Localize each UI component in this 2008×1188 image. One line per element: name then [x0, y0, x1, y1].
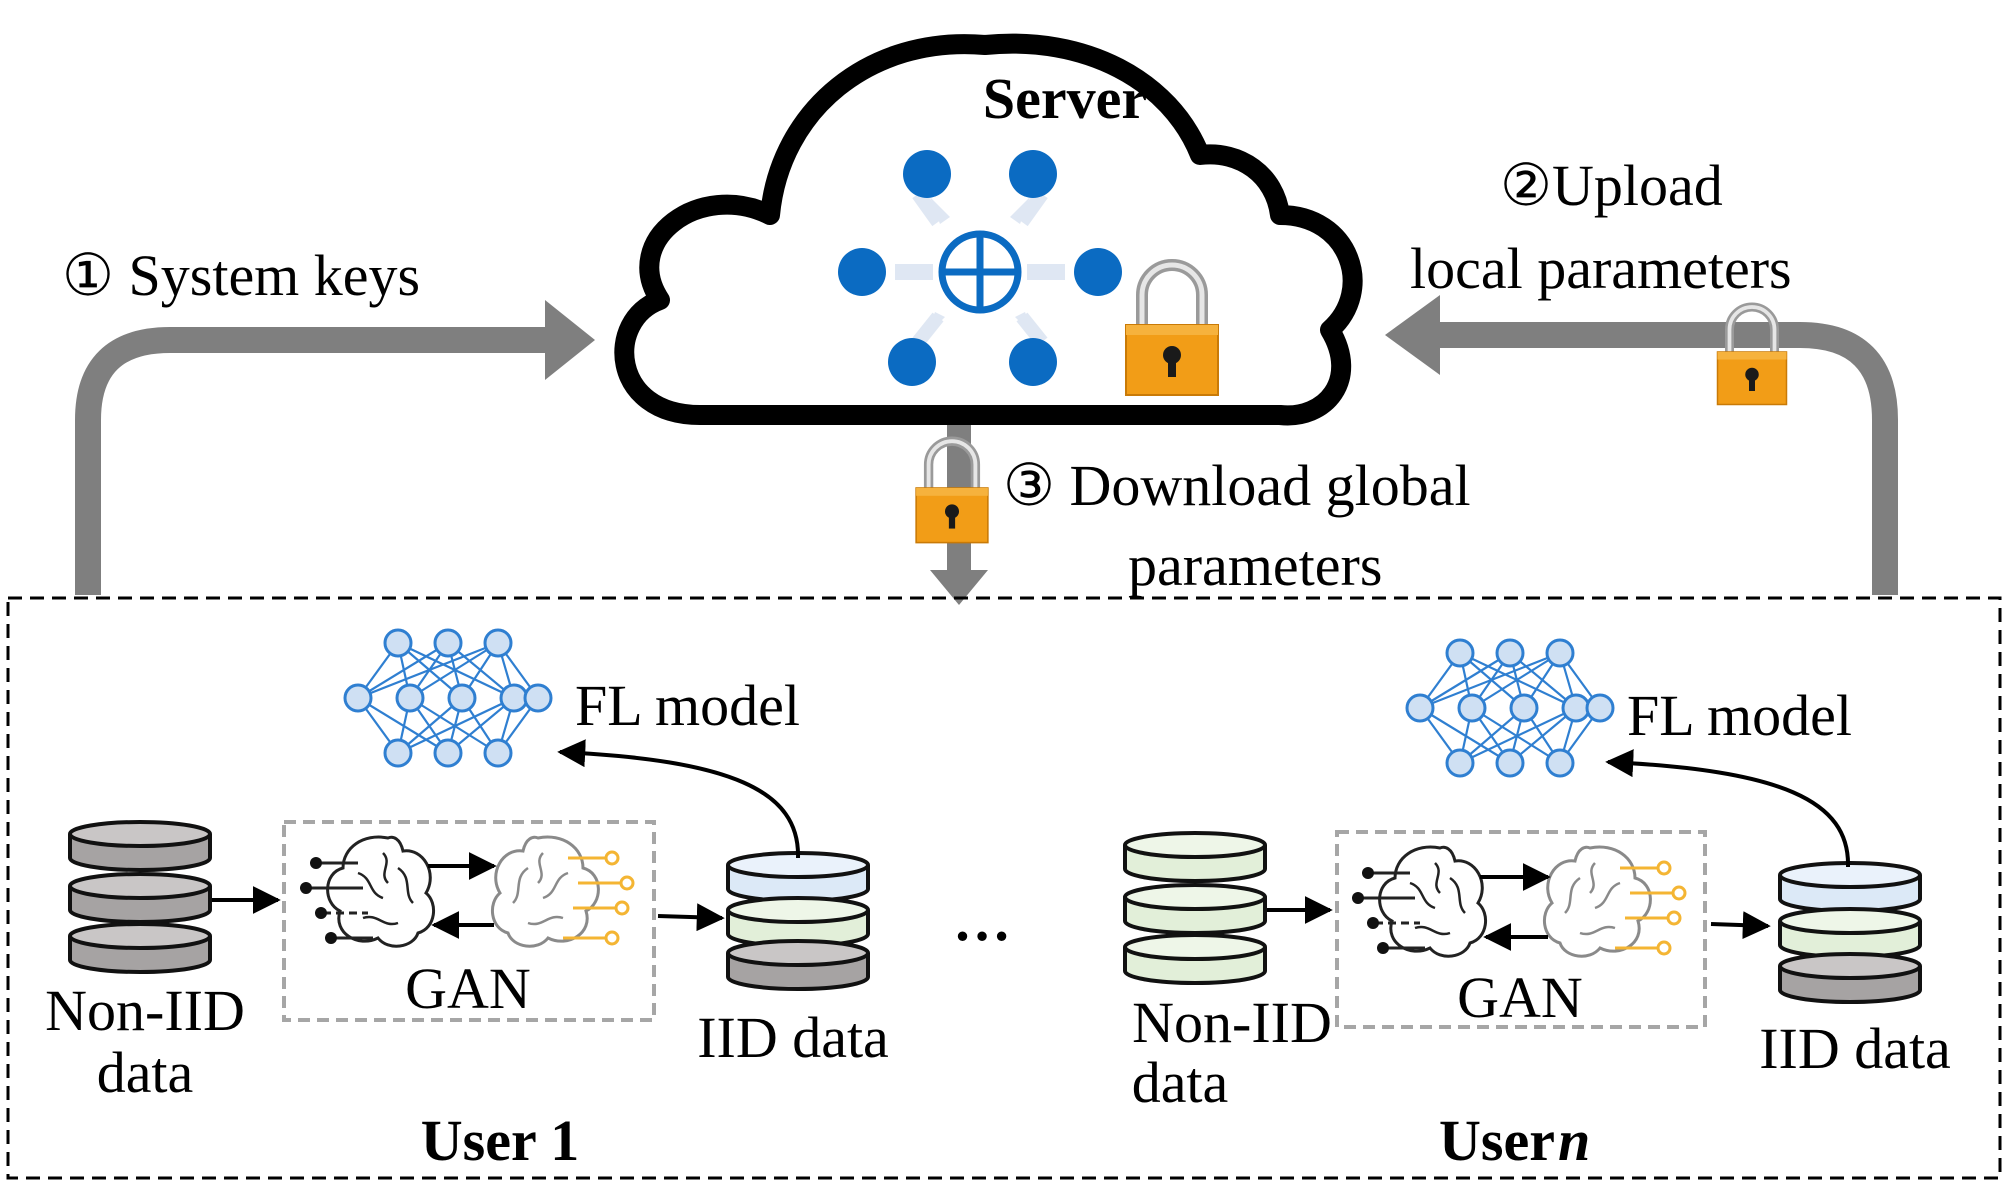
database-icon — [1778, 861, 1922, 1004]
usern-label-var: n — [1558, 1108, 1590, 1173]
brain-icon — [298, 835, 436, 948]
usern-iid-label: IID data — [1759, 1016, 1951, 1081]
users-region — [6, 596, 2002, 1180]
user1-group: FL model Non-IID data GAN IID data User … — [45, 628, 889, 1173]
usern-group: FL model Non-IID data GAN IID data User — [1123, 638, 1951, 1173]
step3-label-line1: ③ Download global — [1003, 453, 1471, 518]
usern-gan-box — [1335, 830, 1707, 1029]
user1-model-label: FL model — [575, 673, 800, 738]
database-icon — [1123, 831, 1267, 985]
database-icon — [726, 851, 870, 991]
user1-gan-box — [282, 820, 656, 1022]
user1-label: User 1 — [421, 1108, 579, 1173]
step1-label: ① System keys — [62, 243, 420, 308]
aggregation-icon — [838, 150, 1122, 386]
usern-noniid-line1: Non-IID — [1132, 990, 1332, 1055]
usern-noniid-line2: data — [1132, 1050, 1229, 1115]
brain-icon — [1542, 845, 1687, 958]
user1-gan-label: GAN — [405, 956, 531, 1021]
user1-noniid-line2: data — [97, 1040, 194, 1105]
user1-iid-label: IID data — [697, 1005, 889, 1070]
neural-network-icon — [1405, 638, 1615, 778]
ellipsis: … — [953, 888, 1011, 953]
database-icon — [68, 820, 212, 974]
brain-icon — [1350, 845, 1488, 958]
step2-label-line2: local parameters — [1410, 236, 1792, 301]
lock-icon — [1718, 307, 1787, 405]
server-title: Server — [983, 66, 1147, 131]
brain-icon — [490, 835, 635, 948]
usern-gan-label: GAN — [1457, 965, 1583, 1030]
cloud-icon — [614, 33, 1363, 426]
upload-arrow — [1385, 295, 1898, 595]
step3-label-line2: parameters — [1128, 533, 1382, 598]
system-keys-arrow — [75, 300, 595, 595]
usern-label-prefix: User — [1439, 1108, 1555, 1173]
step2-label-line1: ②Upload — [1500, 153, 1723, 218]
user1-noniid-line1: Non-IID — [45, 978, 245, 1043]
usern-model-label: FL model — [1627, 683, 1852, 748]
neural-network-icon — [343, 628, 553, 768]
